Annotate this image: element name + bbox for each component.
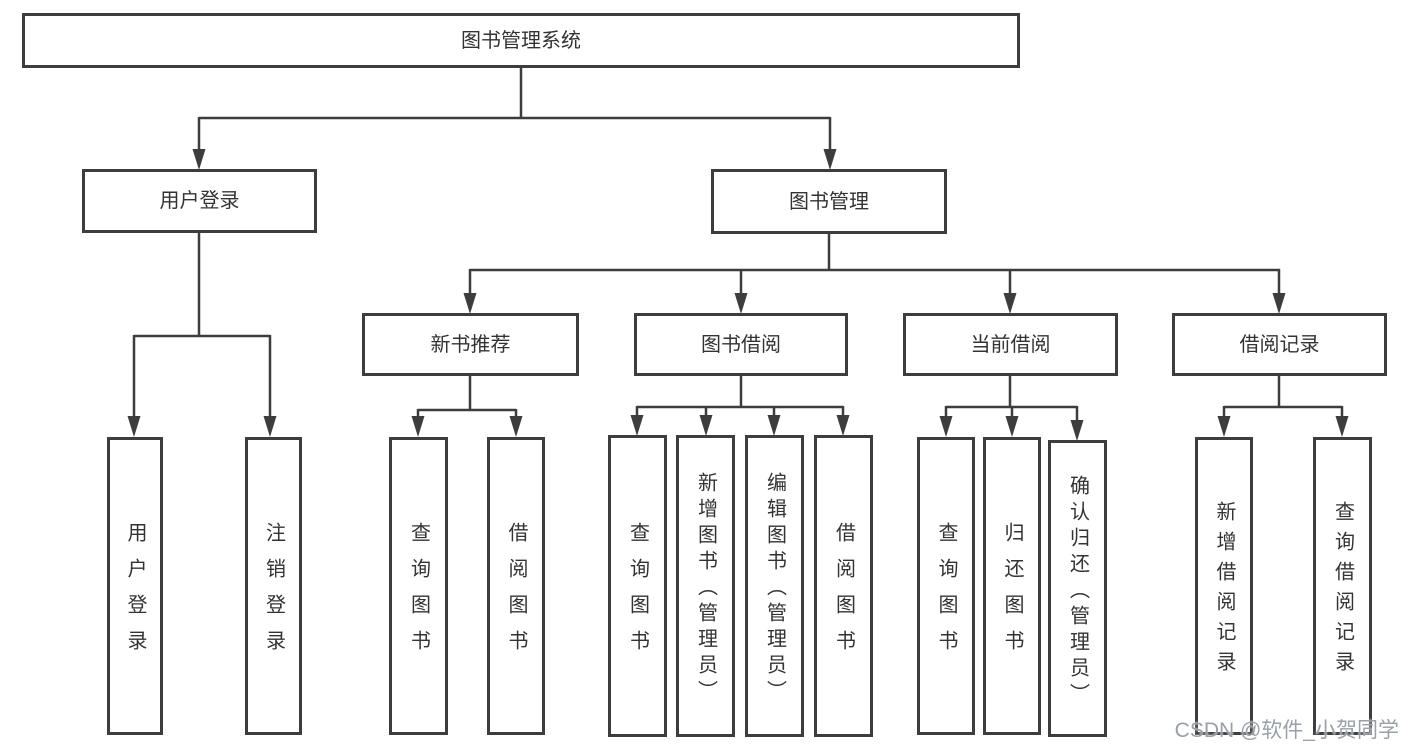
leaf-bb-edit-book-admin: 编辑图书（管理员） [745, 435, 804, 737]
arrowhead [263, 416, 277, 437]
node-current-borrow-label: 当前借阅 [970, 333, 1051, 356]
leaf-logout: 注销登录 [245, 437, 302, 735]
node-new-book-recommend: 新书推荐 [362, 313, 579, 376]
arrowhead [1005, 416, 1019, 437]
arrowhead [509, 416, 523, 437]
leaf-bb-query-books: 查询图书 [608, 435, 667, 737]
leaf-nbr-query-books: 查询图书 [389, 437, 448, 735]
leaf-bb-borrow-books: 借阅图书 [814, 435, 873, 737]
node-book-borrow: 图书借阅 [634, 313, 848, 376]
arrowhead [192, 149, 206, 170]
leaf-user-login: 用户登录 [107, 437, 163, 735]
leaf-br-query-record: 查询借阅记录 [1313, 437, 1372, 735]
arrowhead [699, 415, 713, 436]
leaf-cb-return-books: 归还图书 [983, 437, 1041, 735]
node-current-borrow: 当前借阅 [903, 313, 1118, 376]
leaf-cb-confirm-return-admin: 确认归还（管理员） [1048, 440, 1107, 737]
node-book-management-label: 图书管理 [789, 190, 869, 213]
arrowhead [1335, 416, 1349, 437]
arrowhead [1003, 293, 1017, 314]
node-borrow-records-label: 借阅记录 [1239, 333, 1320, 356]
arrowhead [463, 293, 477, 314]
node-new-book-recommend-label: 新书推荐 [430, 333, 511, 356]
edge-lines [132, 68, 1344, 422]
node-root-label: 图书管理系统 [461, 29, 581, 52]
arrowhead [836, 415, 850, 436]
arrowhead [939, 416, 953, 437]
arrowhead [823, 149, 837, 170]
arrowhead [767, 415, 781, 436]
leaf-cb-query-books: 查询图书 [917, 437, 975, 735]
node-book-management: 图书管理 [711, 169, 947, 234]
arrowhead [411, 416, 425, 437]
arrowhead [630, 415, 644, 436]
node-book-borrow-label: 图书借阅 [701, 333, 781, 356]
node-user-login-label: 用户登录 [159, 190, 240, 212]
arrowhead [1070, 420, 1084, 441]
arrowhead [734, 293, 748, 314]
leaf-br-add-record: 新增借阅记录 [1195, 437, 1253, 735]
node-user-login: 用户登录 [82, 169, 317, 233]
arrowhead [1217, 416, 1231, 437]
leaf-bb-add-book-admin: 新增图书（管理员） [676, 435, 735, 737]
arrowhead [127, 416, 141, 437]
csdn-watermark: CSDN @软件_小贺同学 [1174, 719, 1399, 742]
leaf-nbr-borrow-books: 借阅图书 [487, 437, 545, 735]
node-borrow-records: 借阅记录 [1172, 313, 1387, 376]
arrowhead [1272, 293, 1286, 314]
node-root: 图书管理系统 [22, 13, 1020, 68]
